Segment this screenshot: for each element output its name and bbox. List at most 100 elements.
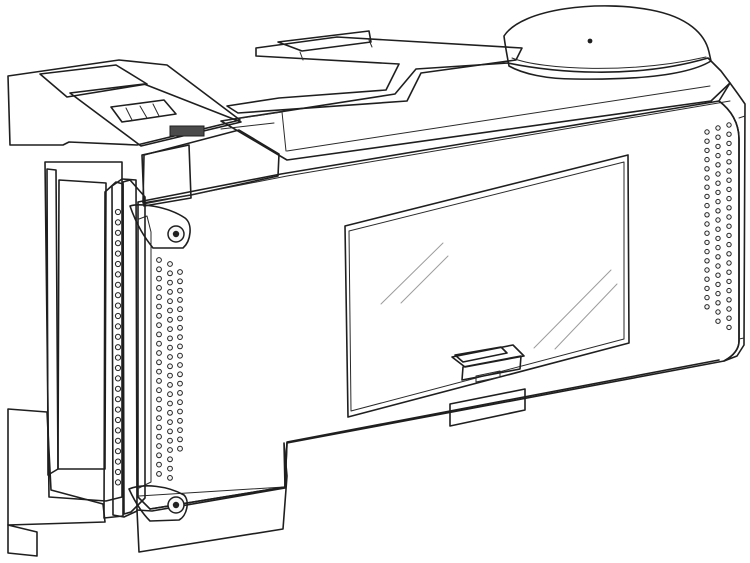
right-side-hole [704, 184, 710, 190]
front-left-hole [156, 331, 162, 338]
front-left-hole [167, 475, 173, 481]
frame-hole [114, 406, 122, 413]
right-side-hole [726, 232, 732, 239]
right-side-hole [726, 131, 732, 137]
right-side-hole [726, 269, 732, 275]
frame-hole [114, 292, 122, 299]
front-left-hole [156, 322, 162, 329]
right-side-hole [726, 260, 732, 266]
front-left-hole [167, 326, 173, 333]
right-side-hole [715, 152, 721, 159]
frame-hole [114, 229, 122, 236]
frame-hole [114, 416, 122, 424]
right-side-hole [726, 159, 732, 165]
front-left-hole [156, 424, 162, 431]
right-side-hole [726, 149, 732, 156]
right-side-hole [726, 140, 732, 147]
front-left-hole [156, 340, 162, 347]
front-left-hole [177, 343, 183, 350]
right-side-hole [704, 267, 710, 273]
top-rail-plate [226, 30, 523, 114]
right-side-hole [704, 147, 710, 154]
front-left-hole [156, 452, 162, 459]
frame-hole [114, 260, 122, 268]
frame-hole [114, 354, 122, 361]
front-left-hole [156, 275, 162, 282]
right-side-hole [726, 205, 732, 211]
front-left-hole [156, 378, 162, 384]
front-left-hole [156, 359, 162, 366]
front-left-hole [177, 445, 183, 452]
front-left-hole [167, 261, 173, 267]
front-left-hole [156, 471, 162, 477]
frame-hole [114, 271, 122, 278]
right-side-hole [726, 287, 732, 294]
right-side-hole [715, 272, 721, 278]
front-left-hole [167, 465, 173, 472]
front-left-hole [167, 354, 173, 360]
right-side-hole [704, 276, 710, 282]
frame-hole [114, 219, 122, 226]
right-side-hole [726, 186, 732, 193]
frame-hole [114, 344, 122, 351]
front-left-hole [167, 298, 173, 305]
right-side-hole [715, 208, 721, 214]
front-left-hole [156, 461, 162, 468]
frame-hole [114, 281, 122, 288]
front-left-hole [156, 443, 162, 449]
right-side-hole [704, 239, 710, 246]
frame-hole [114, 385, 122, 392]
frame-hole [114, 468, 122, 476]
right-side-hole [715, 263, 721, 269]
right-side-hole [704, 212, 710, 218]
front-left-hole [156, 396, 162, 403]
right-side-hole [715, 189, 721, 196]
front-door-strip [103, 178, 146, 519]
right-side-hole [726, 278, 732, 285]
right-side-hole [704, 129, 710, 135]
right-side-hole [726, 241, 732, 248]
right-side-hole [715, 290, 721, 297]
front-left-hole [156, 387, 162, 394]
right-side-hole [715, 143, 721, 150]
right-side-hole [704, 175, 710, 181]
housing-top [220, 57, 731, 161]
right-side-hole [715, 309, 721, 315]
front-left-hole [177, 362, 183, 368]
frame-hole [114, 458, 122, 465]
right-side-hole [715, 217, 721, 223]
label-plate [449, 388, 526, 427]
frame-hole [114, 312, 122, 320]
right-side-hole [704, 258, 710, 264]
bottom-left-boss [128, 485, 188, 522]
front-left-hole [167, 289, 173, 295]
right-side-hole [726, 177, 732, 183]
front-left-hole [167, 447, 173, 453]
right-side-hole [726, 306, 732, 312]
right-side-hole [715, 244, 721, 251]
right-side-hole [715, 318, 721, 324]
front-left-hole [156, 312, 162, 319]
right-side-hole [704, 285, 710, 292]
left-hinge-cap [141, 129, 280, 207]
right-side-hole [715, 226, 721, 232]
frame-hole [114, 250, 122, 257]
transparent-window [344, 154, 630, 418]
front-left-hole [167, 419, 173, 426]
frame-hole [114, 333, 122, 340]
front-left-hole [156, 415, 162, 422]
front-left-hole [156, 368, 162, 375]
right-side-hole [715, 300, 721, 306]
frame-hole [114, 364, 122, 372]
right-side-hole [726, 223, 732, 229]
right-side-hole [704, 248, 710, 255]
front-left-hole [177, 334, 183, 341]
right-side-hole [726, 251, 732, 257]
front-left-hole [167, 372, 173, 379]
right-side-hole [715, 198, 721, 205]
front-left-hole [167, 270, 173, 277]
front-left-hole [177, 408, 183, 415]
frame-hole [114, 375, 122, 382]
front-left-hole [177, 306, 183, 313]
